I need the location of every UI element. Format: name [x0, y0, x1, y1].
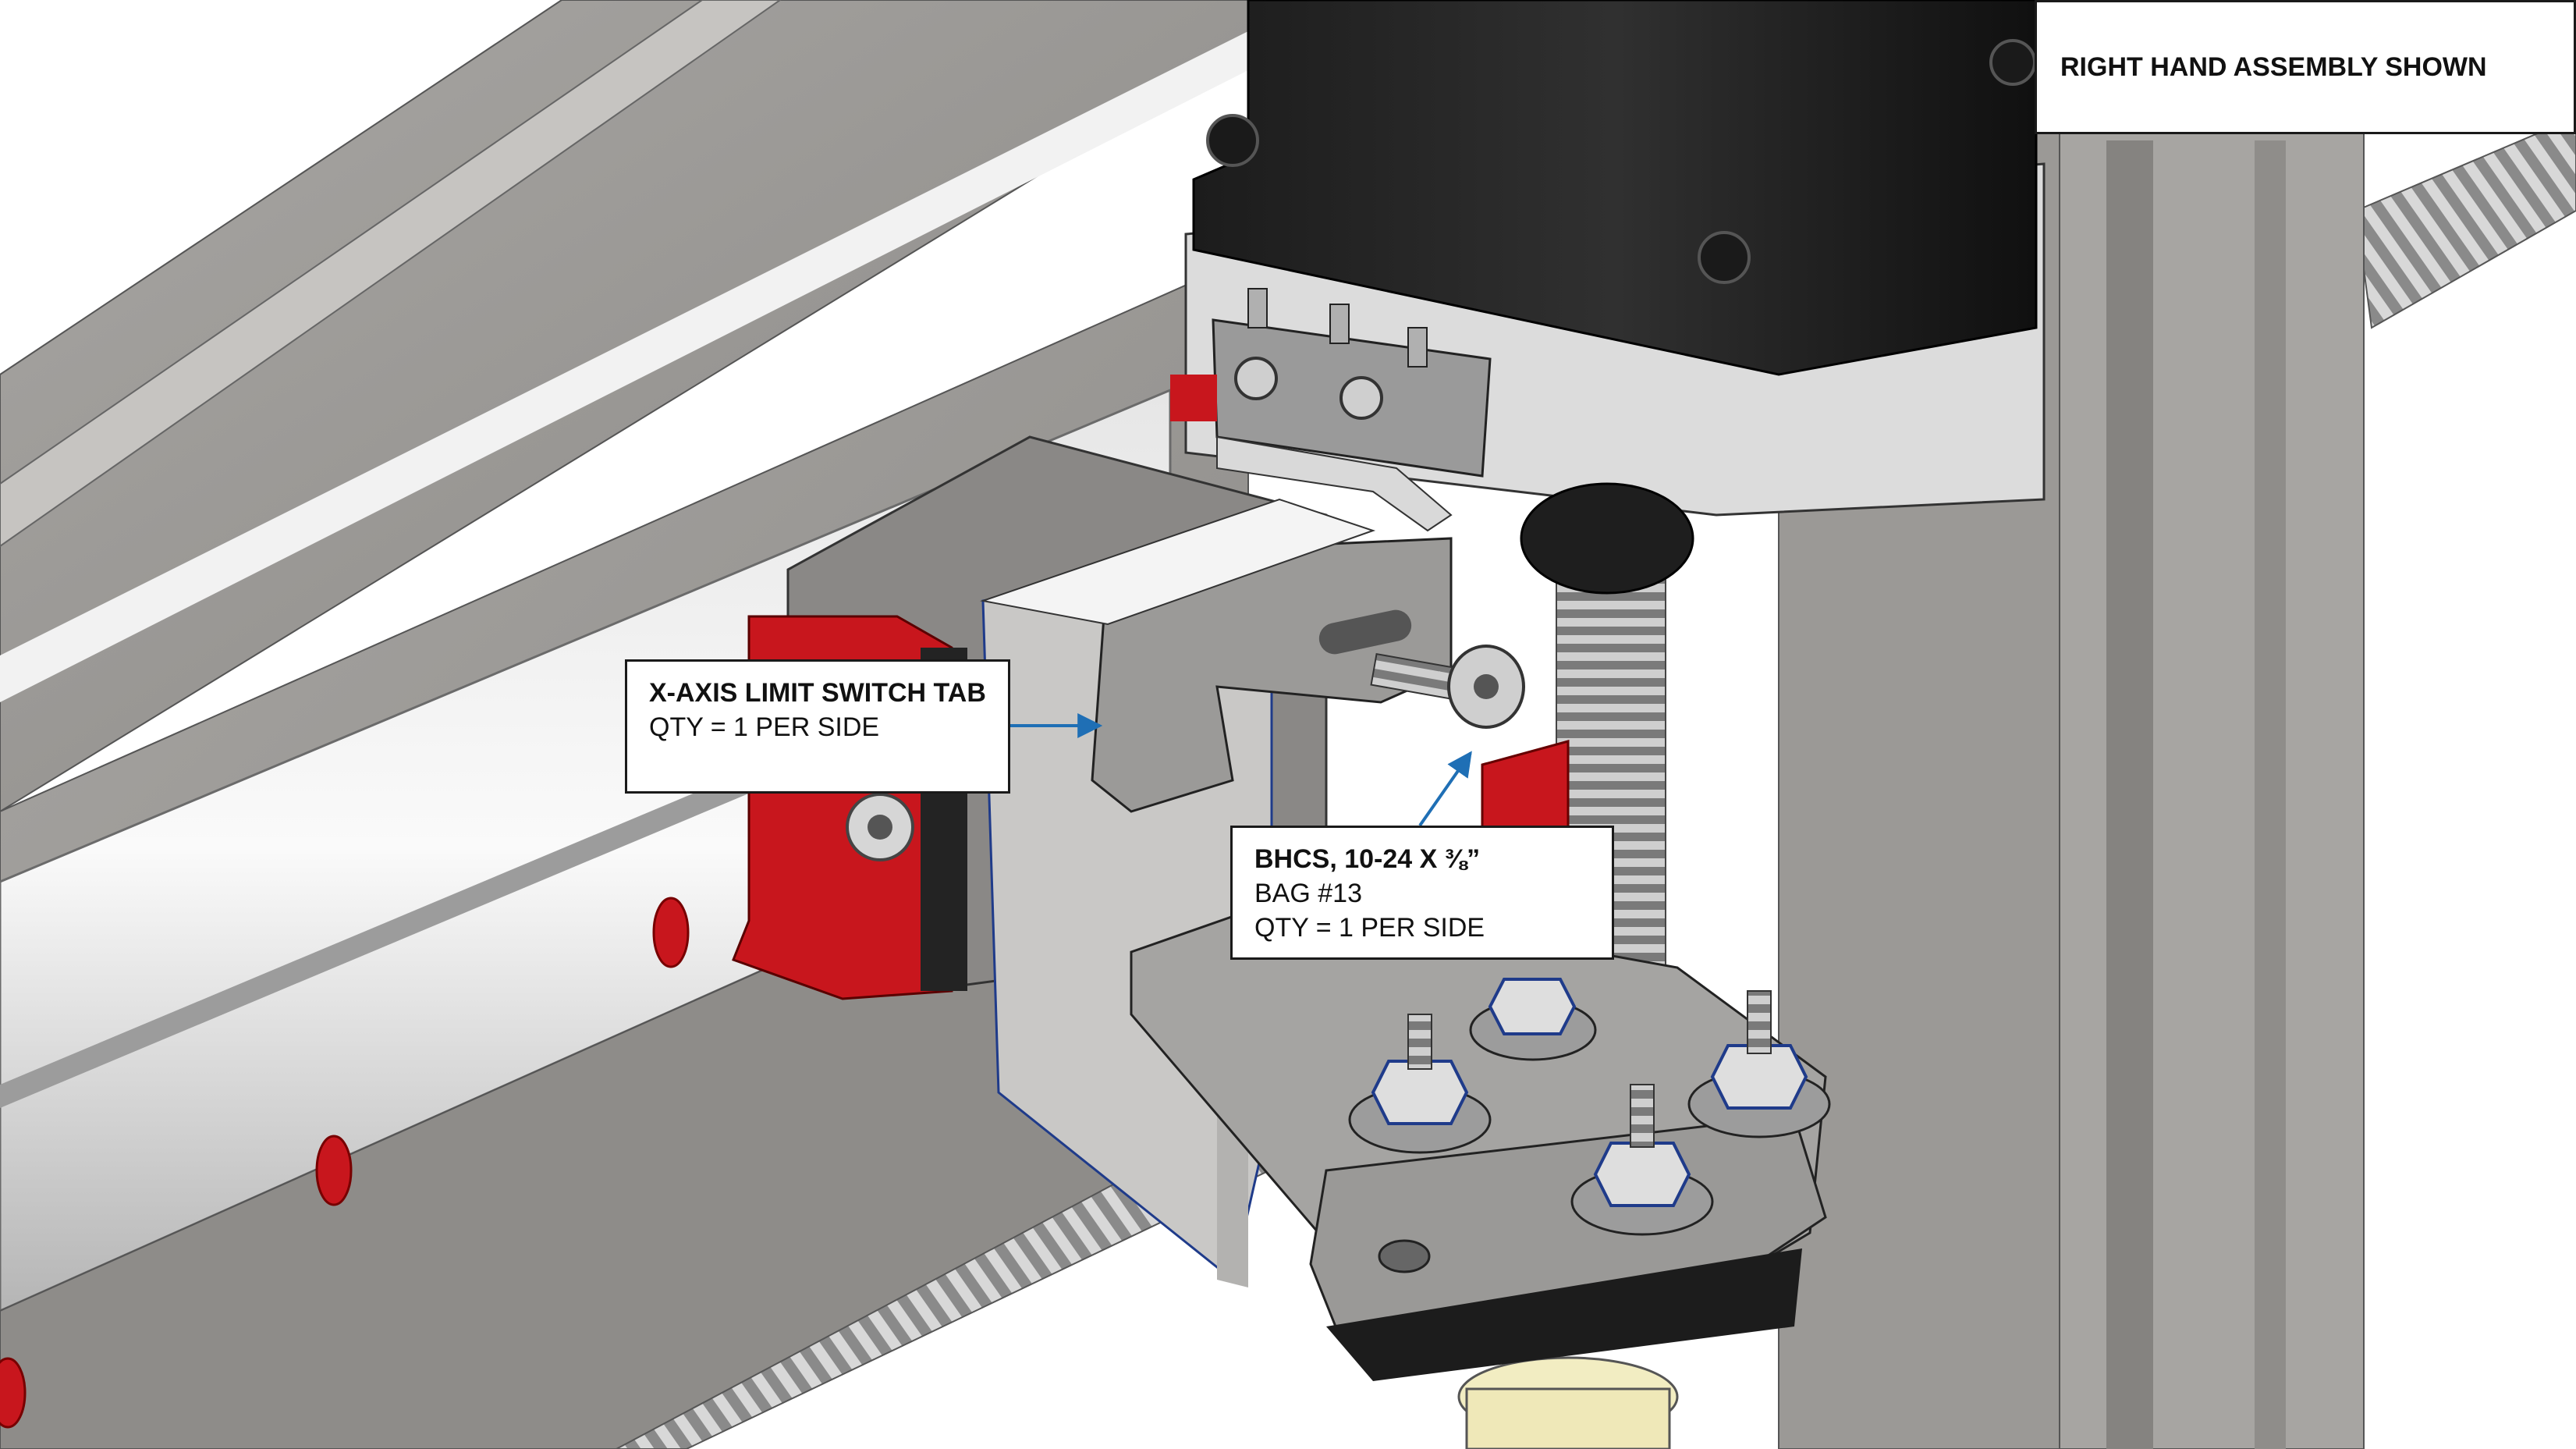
switch-lever	[1216, 435, 1453, 532]
motor-screw	[1698, 231, 1751, 284]
callout-bhcs-bag: BAG #13	[1254, 879, 1362, 908]
callout-bhcs-screw: BHCS, 10-24 X ⅜” BAG #13 QTY = 1 PER SID…	[1230, 826, 1614, 960]
hex-nut	[1687, 990, 1831, 1138]
switch-screw	[1234, 357, 1278, 400]
switch-terminal	[1329, 304, 1350, 344]
vertical-extrusion-slot	[2106, 140, 2153, 1449]
switch-screw	[1339, 376, 1383, 420]
vertical-extrusion-face	[2059, 115, 2365, 1449]
z-bearing-hub	[1520, 482, 1694, 595]
switch-terminal	[1407, 327, 1428, 368]
tab-slot	[1318, 609, 1412, 655]
limit-switch-tab-face	[980, 498, 1376, 626]
callout-bhcs-title: BHCS, 10-24 X ⅜”	[1254, 844, 1481, 874]
callout-limit-switch-tab: X-AXIS LIMIT SWITCH TAB QTY = 1 PER SIDE	[625, 659, 1010, 794]
hex-nut	[1469, 978, 1597, 1061]
switch-red-tab	[1170, 375, 1217, 421]
gantry-plate-face	[1217, 1108, 1248, 1287]
y-axis-leadscrew	[2354, 115, 2576, 329]
assembly-note-title: RIGHT HAND ASSEMBLY SHOWN	[2060, 52, 2487, 82]
callout-tab-qty: QTY = 1 PER SIDE	[649, 712, 880, 742]
nut-block-underside	[1326, 1248, 1802, 1381]
motor-screw	[1206, 114, 1259, 167]
callout-bhcs-qty: QTY = 1 PER SIDE	[1254, 913, 1485, 943]
switch-terminal	[1247, 288, 1268, 329]
upper-extrusion-slot	[0, 0, 782, 548]
carriage-screw-socket	[868, 815, 892, 840]
flange-hole	[1378, 1239, 1431, 1273]
limit-switch-tab	[1091, 537, 1453, 813]
vertical-extrusion-slot	[2255, 140, 2286, 1449]
callout-assembly-note: RIGHT HAND ASSEMBLY SHOWN	[2035, 0, 2576, 134]
rail-plug	[652, 897, 690, 968]
rail-plug	[0, 1357, 27, 1429]
upper-extrusion-highlight	[0, 31, 1248, 702]
bhcs-leader-arrow	[1418, 751, 1472, 827]
hex-nut	[1570, 1084, 1714, 1236]
callout-tab-title: X-AXIS LIMIT SWITCH TAB	[649, 678, 986, 708]
bhcs-screw-socket	[1474, 674, 1499, 699]
rail-plug	[315, 1135, 353, 1206]
motor-screw	[1989, 39, 2036, 86]
hex-nut	[1348, 1014, 1492, 1154]
anti-backlash-nut-body	[1465, 1387, 1671, 1449]
